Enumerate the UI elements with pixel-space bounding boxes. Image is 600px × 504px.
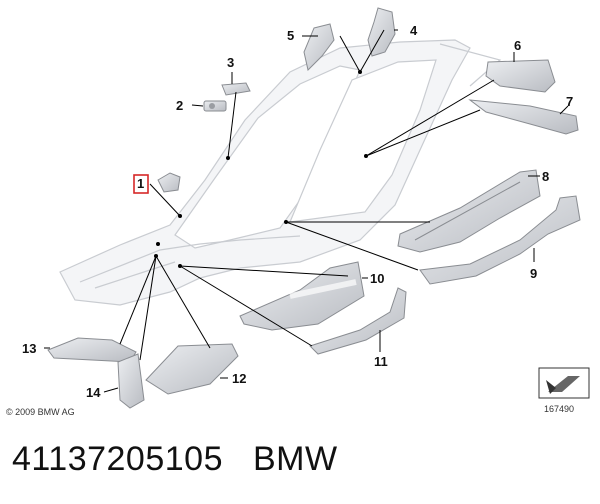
callout-3[interactable]: 3: [227, 55, 234, 70]
part-9-shape[interactable]: [419, 195, 581, 285]
body-side-frame: [59, 39, 502, 306]
part-3-shape[interactable]: [221, 82, 251, 96]
callout-6[interactable]: 6: [514, 38, 521, 53]
part-10-shape[interactable]: [239, 261, 365, 331]
figure-reference-icon: [538, 367, 590, 399]
leader-junction-dots: [154, 70, 368, 268]
callout-14[interactable]: 14: [86, 385, 101, 400]
copyright-text: © 2009 BMW AG: [6, 407, 75, 417]
part-4-shape[interactable]: [367, 7, 396, 57]
callout-8[interactable]: 8: [542, 169, 549, 184]
part-2-shape[interactable]: [203, 100, 227, 112]
callout-9[interactable]: 9: [530, 266, 537, 281]
callout-7[interactable]: 7: [566, 94, 573, 109]
part-caption: 41137205105 BMW: [12, 440, 338, 479]
callout-11[interactable]: 11: [374, 354, 388, 369]
part-1-shape[interactable]: [157, 172, 181, 193]
part-14-shape[interactable]: [117, 353, 145, 409]
exploded-parts-diagram: 1 2 3 4 5 6 7 8 9 10 11 12 13 14 © 2009 …: [6, 7, 590, 417]
leader-lines: [44, 29, 569, 393]
callout-10[interactable]: 10: [370, 271, 384, 286]
callout-13[interactable]: 13: [22, 341, 36, 356]
callout-4[interactable]: 4: [410, 23, 418, 38]
part-8-shape[interactable]: [397, 169, 541, 253]
callout-labels: 1 2 3 4 5 6 7 8 9 10 11 12 13 14: [22, 23, 573, 400]
callout-1[interactable]: 1: [137, 176, 144, 191]
callout-12[interactable]: 12: [232, 371, 246, 386]
part-6-shape[interactable]: [485, 59, 556, 93]
part-13-shape[interactable]: [47, 337, 137, 363]
brand-name: BMW: [252, 440, 338, 478]
part-11-shape[interactable]: [309, 287, 407, 355]
callout-1-highlight-box[interactable]: [133, 174, 149, 194]
callout-5[interactable]: 5: [287, 28, 294, 43]
part-7-shape[interactable]: [468, 99, 579, 135]
part-number: 41137205105: [12, 440, 223, 478]
figure-number: 167490: [544, 404, 574, 414]
callout-2[interactable]: 2: [176, 98, 183, 113]
part-12-shape[interactable]: [145, 343, 239, 395]
